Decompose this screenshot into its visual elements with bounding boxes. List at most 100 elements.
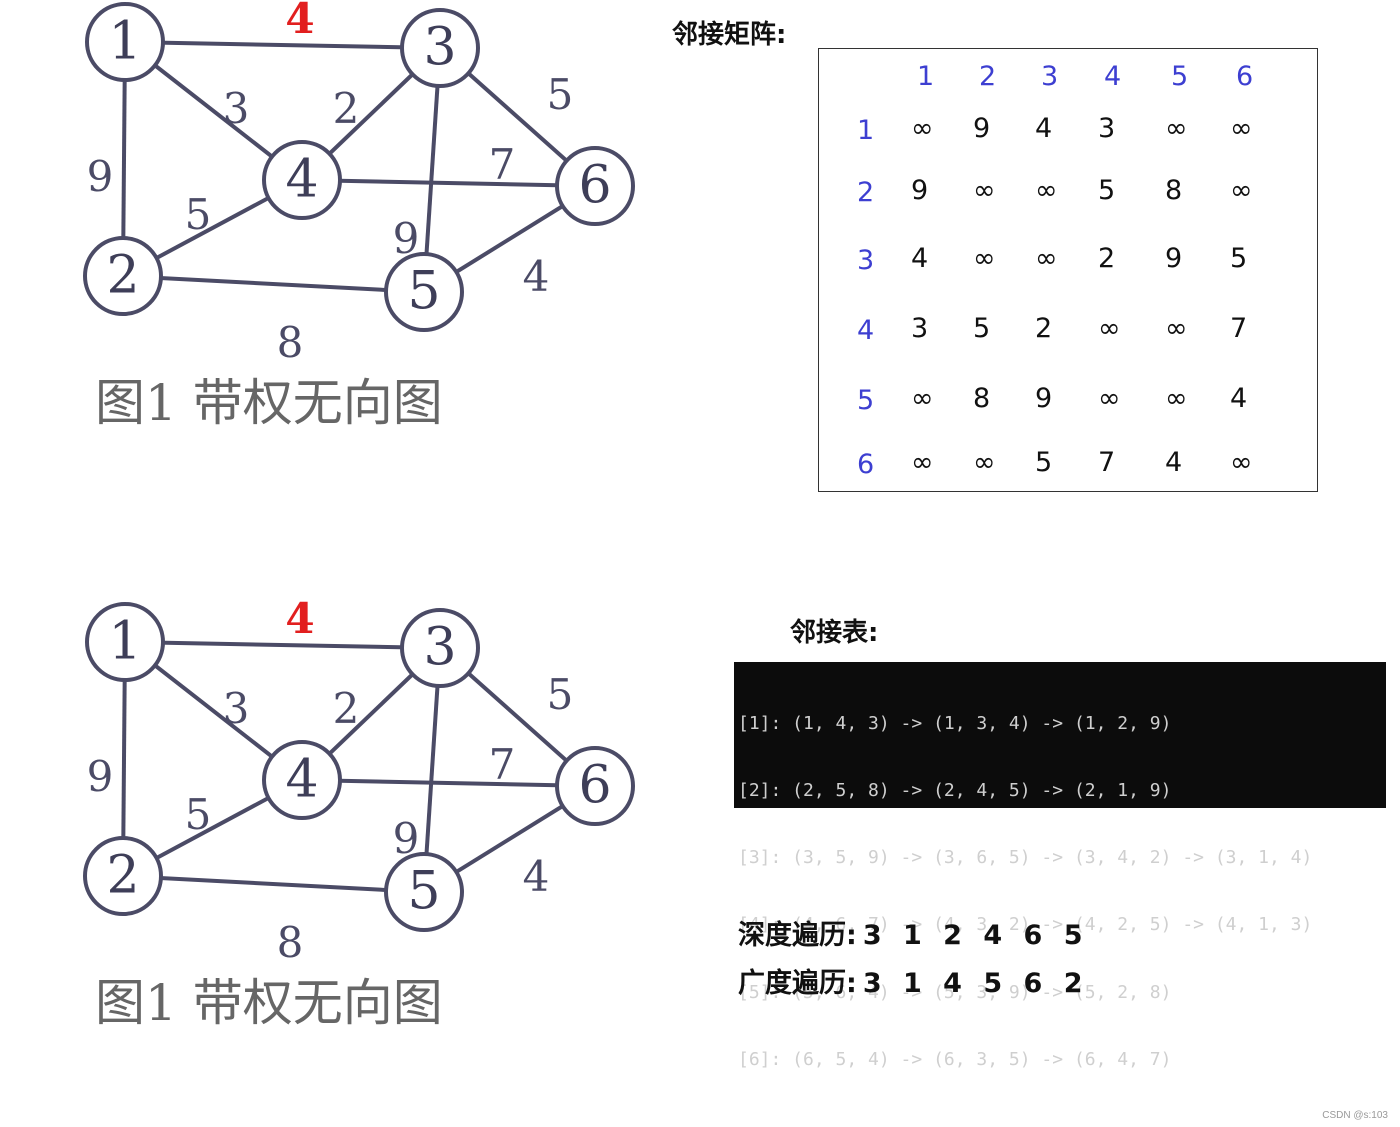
matrix-cell: 5 <box>973 313 991 344</box>
edge-weight-2-4: 5 <box>185 790 212 839</box>
matrix-row-header: 5 <box>857 385 875 416</box>
edge-weight-1-3: 4 <box>285 600 314 643</box>
graph-node-5: 5 <box>384 852 464 932</box>
matrix-cell: ∞ <box>911 113 934 144</box>
edge-1-3 <box>124 40 441 50</box>
matrix-cell: ∞ <box>1035 243 1058 274</box>
matrix-cell: 9 <box>1165 243 1183 274</box>
edge-weight-5-6: 4 <box>523 252 550 301</box>
adjacency-list-console: [1]: (1, 4, 3) -> (1, 3, 4) -> (1, 2, 9)… <box>734 662 1386 1070</box>
adjacency-list-line: [1]: (1, 4, 3) -> (1, 3, 4) -> (1, 2, 9) <box>738 712 1172 734</box>
edge-3-5 <box>422 47 442 293</box>
edge-weight-3-6: 5 <box>547 670 574 719</box>
edge-weight-2-4: 5 <box>185 190 212 239</box>
bfs-sequence: 3 1 4 5 6 2 <box>862 968 1089 999</box>
adjacency-list-title: 邻接表: <box>790 618 879 648</box>
matrix-cell: 8 <box>973 383 991 414</box>
matrix-cell: ∞ <box>973 243 996 274</box>
matrix-cell: ∞ <box>1098 313 1121 344</box>
matrix-cell: ∞ <box>973 175 996 206</box>
matrix-cell: 8 <box>1165 175 1183 206</box>
edge-weight-2-5: 8 <box>277 918 304 967</box>
node-label: 3 <box>423 18 456 78</box>
matrix-col-header: 6 <box>1236 61 1254 92</box>
edge-weight-1-3: 4 <box>285 0 314 43</box>
matrix-col-header: 1 <box>917 61 935 92</box>
matrix-row-header: 1 <box>857 115 875 146</box>
graph-node-3: 3 <box>400 8 480 88</box>
matrix-cell: 5 <box>1098 175 1116 206</box>
node-label: 2 <box>106 846 139 906</box>
node-label: 4 <box>285 150 318 210</box>
matrix-cell: 7 <box>1098 447 1116 478</box>
matrix-cell: ∞ <box>1230 447 1253 478</box>
graph-node-1: 1 <box>85 2 165 82</box>
edge-weight-5-6: 4 <box>523 852 550 901</box>
adjacency-list-line: [3]: (3, 5, 9) -> (3, 6, 5) -> (3, 4, 2)… <box>738 847 1313 869</box>
matrix-cell: ∞ <box>1035 175 1058 206</box>
graph-caption: 图1 带权无向图 <box>95 374 443 432</box>
matrix-row-header: 2 <box>857 177 875 208</box>
matrix-col-header: 4 <box>1104 61 1122 92</box>
node-label: 1 <box>108 12 141 72</box>
matrix-cell: 9 <box>1035 383 1053 414</box>
edge-2-5 <box>122 874 425 894</box>
matrix-cell: 7 <box>1230 313 1248 344</box>
node-label: 1 <box>108 612 141 672</box>
edge-weight-3-4: 2 <box>333 684 360 733</box>
edge-4-6 <box>301 178 596 188</box>
matrix-title: 邻接矩阵: <box>672 20 787 50</box>
edge-weight-4-6: 7 <box>489 740 516 789</box>
dfs-label: 深度遍历: <box>738 920 857 951</box>
edge-2-5 <box>122 274 425 294</box>
matrix-cell: 4 <box>1165 447 1183 478</box>
edge-1-3 <box>124 640 441 650</box>
matrix-cell: 9 <box>911 175 929 206</box>
adjacency-list-line: [6]: (6, 5, 4) -> (6, 3, 5) -> (6, 4, 7) <box>738 1048 1172 1070</box>
matrix-cell: 5 <box>1230 243 1248 274</box>
graph-node-6: 6 <box>555 146 635 226</box>
matrix-row-header: 6 <box>857 449 875 480</box>
node-label: 6 <box>578 756 611 816</box>
matrix-cell: ∞ <box>1165 313 1188 344</box>
node-label: 6 <box>578 156 611 216</box>
matrix-cell: ∞ <box>973 447 996 478</box>
matrix-cell: ∞ <box>911 383 934 414</box>
graph-node-1: 1 <box>85 602 165 682</box>
matrix-cell: ∞ <box>1230 175 1253 206</box>
bfs-traversal: 广度遍历:3 1 4 5 6 2 <box>738 961 1089 1000</box>
node-label: 2 <box>106 246 139 306</box>
matrix-col-header: 5 <box>1171 61 1189 92</box>
matrix-cell: 5 <box>1035 447 1053 478</box>
matrix-col-header: 2 <box>979 61 997 92</box>
edge-weight-3-6: 5 <box>547 70 574 119</box>
edge-weight-1-2: 9 <box>87 752 114 801</box>
edge-weight-1-4: 3 <box>223 684 250 733</box>
node-label: 5 <box>407 262 440 322</box>
edge-weight-2-5: 8 <box>277 318 304 367</box>
graph-node-2: 2 <box>83 236 163 316</box>
matrix-cell: 3 <box>911 313 929 344</box>
node-label: 3 <box>423 618 456 678</box>
matrix-cell: 4 <box>911 243 929 274</box>
edge-weight-1-4: 3 <box>223 84 250 133</box>
edge-weight-4-6: 7 <box>489 140 516 189</box>
graph-node-6: 6 <box>555 746 635 826</box>
matrix-cell: ∞ <box>1165 113 1188 144</box>
graph-node-2: 2 <box>83 836 163 916</box>
matrix-cell: 2 <box>1098 243 1116 274</box>
matrix-row-header: 3 <box>857 245 875 276</box>
watermark: CSDN @s:103 <box>1322 1110 1388 1121</box>
adjacency-list-line: [2]: (2, 5, 8) -> (2, 4, 5) -> (2, 1, 9) <box>738 780 1172 802</box>
edge-3-5 <box>422 647 442 893</box>
adjacency-list-line: [5]: (5, 6, 4) -> (5, 3, 9) -> (5, 2, 8) <box>738 981 1172 1003</box>
bfs-label: 广度遍历: <box>738 968 857 999</box>
matrix-cell: ∞ <box>1165 383 1188 414</box>
graph-caption: 图1 带权无向图 <box>95 974 443 1032</box>
edge-4-6 <box>301 778 596 788</box>
matrix-row-header: 4 <box>857 315 875 346</box>
